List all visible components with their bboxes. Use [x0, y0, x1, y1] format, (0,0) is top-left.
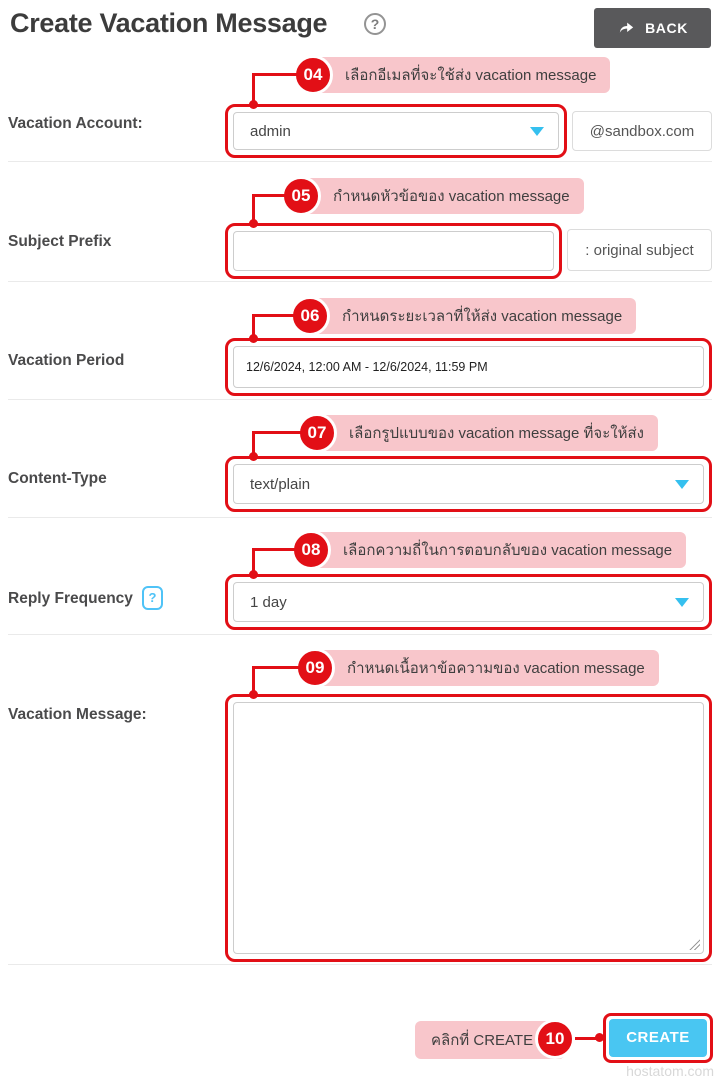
vacation-message-field-wrap — [233, 702, 704, 954]
title-help-icon[interactable]: ? — [364, 13, 386, 35]
divider — [8, 281, 712, 282]
vacation-period-input[interactable] — [234, 347, 703, 387]
annotation-connector — [252, 316, 255, 337]
watermark: hostatom.com — [626, 1063, 714, 1079]
divider — [8, 964, 712, 965]
annotation-connector — [575, 1037, 603, 1040]
vacation-account-highlight: admin — [225, 104, 567, 158]
annotation-badge-05: 05 — [281, 176, 321, 216]
content-type-select[interactable]: text/plain — [233, 464, 704, 504]
annotation-pill-08: เลือกความถี่ในการตอบกลับของ vacation mes… — [301, 532, 687, 568]
chevron-down-icon — [675, 598, 689, 607]
annotation-connector — [252, 548, 295, 551]
annotation-dot — [249, 570, 258, 579]
reply-frequency-label: Reply Frequency — [8, 590, 133, 607]
annotation-badge-04: 04 — [293, 55, 333, 95]
annotation-text-09: กำหนดเนื้อหาข้อความของ vacation message — [347, 660, 645, 677]
subject-prefix-field-wrap — [233, 231, 554, 271]
annotation-dot — [249, 100, 258, 109]
annotation-badge-09: 09 — [295, 648, 335, 688]
subject-prefix-label: Subject Prefix — [8, 233, 112, 250]
annotation-dot — [595, 1033, 604, 1042]
vacation-message-textarea[interactable] — [234, 703, 703, 953]
subject-prefix-highlight — [225, 223, 562, 279]
annotation-badge-10: 10 — [535, 1019, 575, 1059]
back-button-label: BACK — [645, 20, 688, 36]
divider — [8, 399, 712, 400]
annotation-connector — [252, 668, 255, 693]
vacation-message-label: Vacation Message: — [8, 706, 147, 723]
vacation-period-highlight — [225, 338, 712, 396]
resize-grip-icon[interactable] — [689, 939, 700, 950]
annotation-connector — [252, 431, 301, 434]
back-arrow-icon — [619, 22, 634, 33]
annotation-badge-08: 08 — [291, 530, 331, 570]
annotation-text-08: เลือกความถี่ในการตอบกลับของ vacation mes… — [343, 542, 673, 559]
vacation-message-highlight — [225, 694, 712, 962]
annotation-dot — [249, 219, 258, 228]
vacation-account-label: Vacation Account: — [8, 115, 143, 132]
annotation-text-10: คลิกที่ CREATE — [431, 1032, 534, 1049]
divider — [8, 517, 712, 518]
reply-frequency-select[interactable]: 1 day — [233, 582, 704, 622]
divider — [8, 634, 712, 635]
annotation-pill-09: กำหนดเนื้อหาข้อความของ vacation message — [305, 650, 659, 686]
annotation-text-07: เลือกรูปแบบของ vacation message ที่จะให้… — [349, 425, 644, 442]
content-type-highlight: text/plain — [225, 456, 712, 512]
annotation-connector — [252, 73, 298, 76]
annotation-connector — [252, 666, 299, 669]
vacation-account-value: admin — [250, 122, 291, 140]
reply-frequency-highlight: 1 day — [225, 574, 712, 630]
subject-prefix-suffix: : original subject — [567, 229, 712, 271]
vacation-period-label: Vacation Period — [8, 352, 125, 369]
reply-frequency-help-icon[interactable]: ? — [142, 586, 163, 610]
content-type-value: text/plain — [250, 475, 311, 493]
annotation-pill-04: เลือกอีเมลที่จะใช้ส่ง vacation message — [303, 57, 611, 93]
back-button[interactable]: BACK — [594, 8, 711, 48]
page-title: Create Vacation Message — [10, 8, 328, 38]
annotation-badge-06: 06 — [290, 296, 330, 336]
annotation-dot — [249, 334, 258, 343]
annotation-text-06: กำหนดระยะเวลาที่ให้ส่ง vacation message — [342, 308, 623, 325]
vacation-account-domain-suffix: @sandbox.com — [572, 111, 712, 151]
reply-frequency-value: 1 day — [250, 593, 287, 611]
create-button[interactable]: CREATE — [609, 1019, 707, 1057]
create-button-highlight — [603, 1013, 713, 1063]
annotation-pill-06: กำหนดระยะเวลาที่ให้ส่ง vacation message — [300, 298, 637, 334]
annotation-connector — [252, 194, 286, 197]
annotation-dot — [249, 452, 258, 461]
annotation-connector — [252, 75, 255, 103]
subject-prefix-input[interactable] — [234, 232, 553, 270]
annotation-pill-07: เลือกรูปแบบของ vacation message ที่จะให้… — [307, 415, 658, 451]
vacation-account-select[interactable]: admin — [233, 112, 559, 150]
annotation-badge-07: 07 — [297, 413, 337, 453]
chevron-down-icon — [530, 127, 544, 136]
divider — [8, 161, 712, 162]
annotation-connector — [252, 550, 255, 573]
vacation-period-field-wrap — [233, 346, 704, 388]
content-type-label: Content-Type — [8, 470, 107, 487]
annotation-connector — [252, 433, 255, 455]
annotation-pill-05: กำหนดหัวข้อของ vacation message — [291, 178, 584, 214]
annotation-text-05: กำหนดหัวข้อของ vacation message — [333, 188, 570, 205]
annotation-dot — [249, 690, 258, 699]
annotation-connector — [252, 314, 294, 317]
chevron-down-icon — [675, 480, 689, 489]
annotation-text-04: เลือกอีเมลที่จะใช้ส่ง vacation message — [345, 67, 597, 84]
annotation-connector — [252, 196, 255, 222]
